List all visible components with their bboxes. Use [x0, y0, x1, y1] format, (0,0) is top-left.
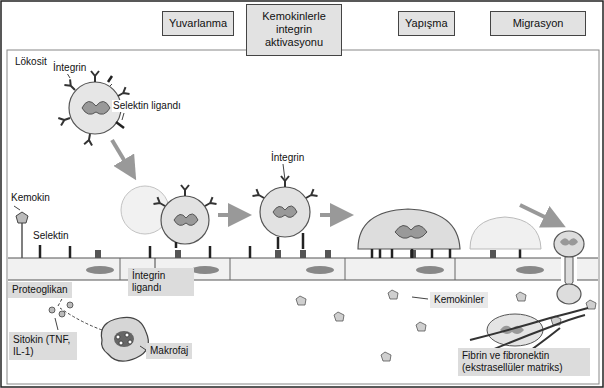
part-tag: İntegrin ligandı: [128, 268, 194, 296]
part-label: Selektin ligandı: [112, 100, 182, 112]
node-text: Migrasyon: [497, 17, 579, 30]
node-text: Fibrin ve fibronektin (ekstrasellüler ma…: [462, 350, 586, 374]
part-label: İntegrin: [52, 62, 87, 74]
node-text: Yuvarlanma: [169, 17, 227, 30]
node-text: Kemokinler: [434, 294, 484, 306]
stage-header: Yapışma: [398, 11, 455, 36]
node-text: Makrofaj: [150, 345, 188, 357]
stage-header: Kemokinlerle integrin aktivasyonu: [246, 4, 342, 56]
node-text: Proteoglikan: [12, 284, 68, 296]
stage-header: Yuvarlanma: [162, 11, 234, 36]
stage-header: Migrasyon: [490, 11, 586, 36]
part-label: İntegrin: [270, 152, 305, 164]
part-label: Kemokin: [10, 192, 51, 204]
part-tag: Proteoglikan: [8, 282, 72, 298]
node-text: Sitokin (TNF, IL-1): [13, 334, 73, 358]
node-text: İntegrin ligandı: [132, 270, 190, 294]
part-tag: Makrofaj: [146, 343, 192, 359]
node-text: Yapışma: [405, 17, 448, 30]
part-tag: Sitokin (TNF, IL-1): [9, 332, 77, 360]
node-text: Kemokinlerle integrin aktivasyonu: [253, 10, 335, 50]
cell-label: Lökosit: [14, 56, 48, 68]
part-tag: Kemokinler: [430, 292, 488, 308]
part-label: Selektin: [32, 230, 70, 242]
part-tag: Fibrin ve fibronektin (ekstrasellüler ma…: [458, 348, 590, 376]
